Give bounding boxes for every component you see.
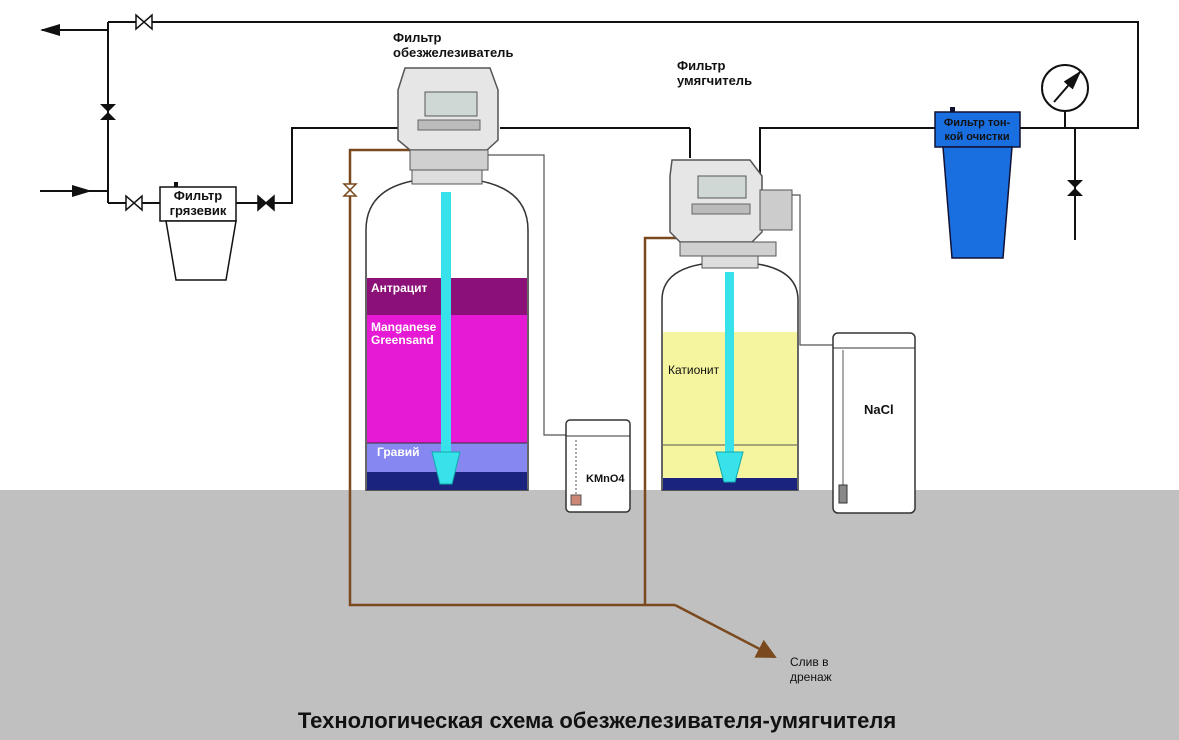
inlet-valve bbox=[125, 194, 143, 212]
floor bbox=[0, 490, 1179, 740]
softener-tank bbox=[661, 255, 799, 491]
diagram-title: Технологическая схема обезжелезивателя-у… bbox=[298, 708, 896, 733]
anthracite-label: Антрацит bbox=[371, 281, 428, 295]
softener-label-2: умягчитель bbox=[677, 73, 752, 88]
bypass-valve bbox=[100, 104, 116, 120]
fine-filter-label-2: кой очистки bbox=[944, 131, 1009, 143]
iron-filter-tank bbox=[365, 169, 529, 491]
pressure-gauge bbox=[1041, 64, 1089, 128]
greensand-label-2: Greensand bbox=[371, 333, 434, 347]
sediment-filter bbox=[159, 182, 237, 281]
iron-riser-tube bbox=[441, 192, 451, 452]
drain-valve bbox=[342, 183, 358, 197]
softener-control-head bbox=[669, 159, 793, 257]
fine-filter bbox=[934, 107, 1021, 259]
drain-label-2: дренаж bbox=[790, 670, 832, 684]
valve-top bbox=[135, 13, 153, 31]
kmno4-tank bbox=[565, 419, 631, 513]
softener-riser-tube bbox=[725, 272, 734, 454]
sediment-filter-label-2: грязевик bbox=[170, 203, 227, 218]
sediment-filter-label-1: Фильтр bbox=[174, 188, 223, 203]
reagent-lines bbox=[488, 154, 835, 436]
iron-filter-label-1: Фильтр bbox=[393, 30, 442, 45]
nacl-label: NaCl bbox=[864, 402, 894, 417]
brine-tank bbox=[832, 332, 916, 514]
softener-label-1: Фильтр bbox=[677, 58, 726, 73]
fine-filter-label-1: Фильтр тон- bbox=[944, 117, 1011, 129]
cation-label: Катионит bbox=[668, 363, 720, 377]
check-valve bbox=[257, 194, 275, 212]
drain-label-1: Слив в bbox=[790, 655, 828, 669]
greensand-label-1: Manganese bbox=[371, 320, 437, 334]
softener-tank-base bbox=[663, 478, 797, 490]
sample-valve bbox=[1067, 180, 1083, 196]
iron-distributor bbox=[431, 451, 461, 485]
kmno4-label: KMnO4 bbox=[586, 473, 625, 485]
iron-filter-control-head bbox=[397, 67, 499, 171]
softener-distributor bbox=[715, 451, 744, 483]
iron-filter-label-2: обезжелезиватель bbox=[393, 45, 513, 60]
gravel-label: Гравий bbox=[377, 445, 419, 459]
